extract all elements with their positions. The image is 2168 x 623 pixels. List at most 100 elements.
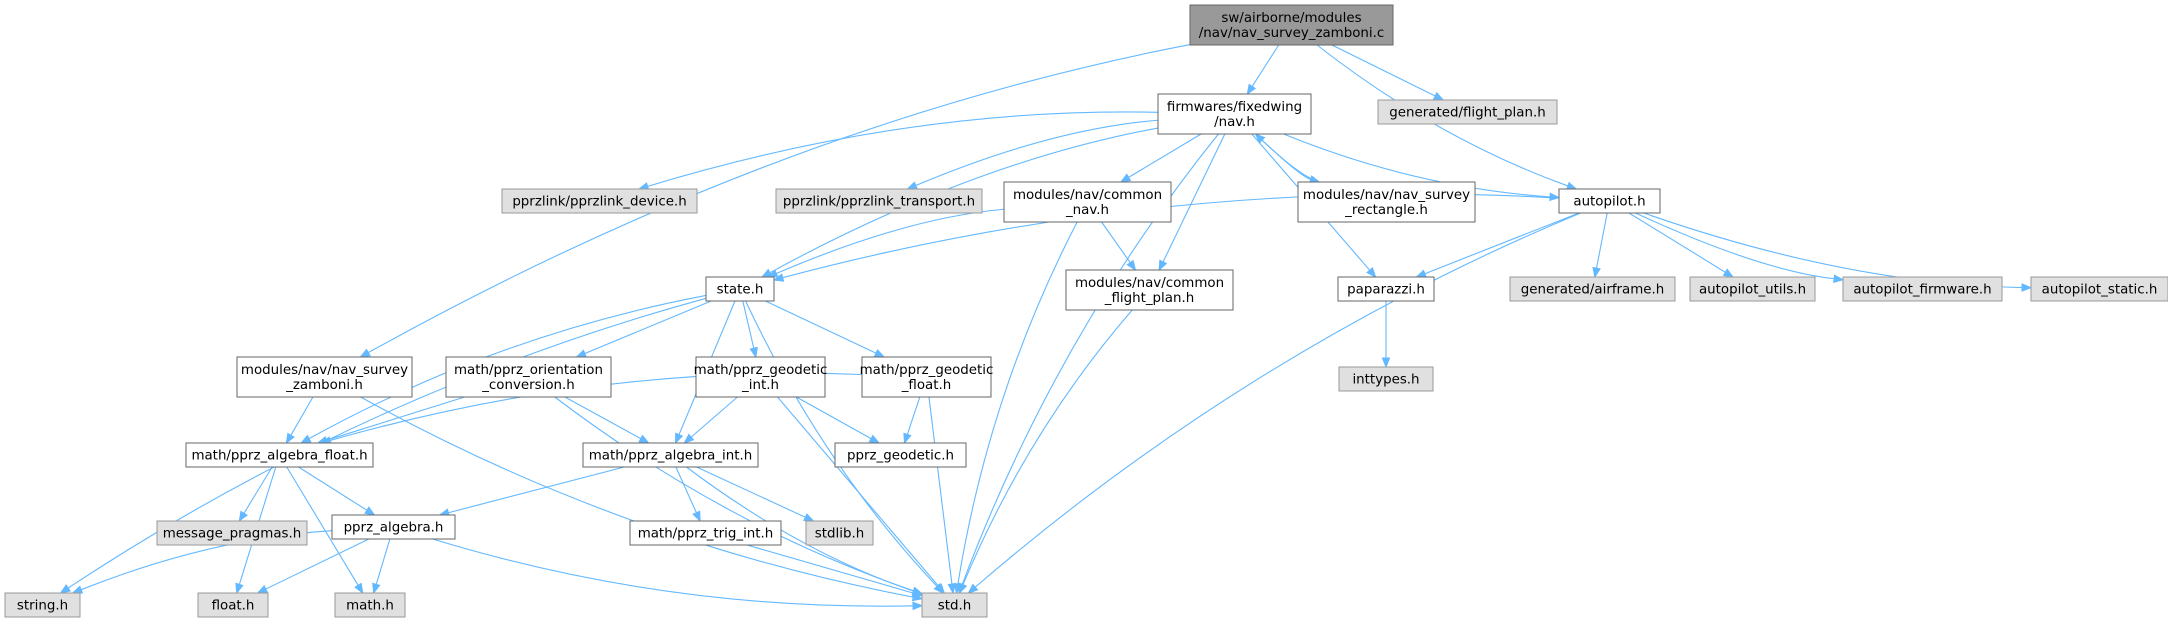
node-label: _zamboni.h bbox=[285, 378, 363, 393]
node-label: /nav/nav_survey_zamboni.c bbox=[1199, 26, 1385, 41]
node-algebra-float[interactable]: math/pprz_algebra_float.h bbox=[185, 442, 374, 468]
node-box bbox=[705, 276, 775, 302]
node-geodetic-float[interactable]: math/pprz_geodetic_float.h bbox=[860, 356, 994, 398]
node-box bbox=[805, 520, 874, 546]
node-label: message_pragmas.h bbox=[163, 527, 302, 542]
node-box bbox=[582, 442, 759, 468]
edge-state-to-string bbox=[59, 297, 707, 594]
node-state[interactable]: state.h bbox=[705, 276, 775, 302]
edge-autopilot-to-gen_airframe bbox=[1592, 212, 1608, 279]
node-box bbox=[331, 514, 456, 540]
arrowhead-icon bbox=[912, 601, 924, 611]
edge-line bbox=[1316, 44, 1569, 187]
edge-pprz_algebra-to-math bbox=[372, 538, 391, 595]
edge-line bbox=[308, 294, 707, 440]
node-label: stdlib.h bbox=[815, 527, 864, 542]
node-box bbox=[834, 442, 967, 468]
edge-line bbox=[957, 221, 1078, 585]
node-box bbox=[197, 592, 269, 618]
edge-autopilot-to-ap_utils bbox=[1628, 212, 1735, 278]
arrowhead-icon bbox=[958, 582, 968, 595]
node-box bbox=[1509, 276, 1676, 302]
node-label: autopilot_static.h bbox=[2042, 283, 2158, 298]
edge-line bbox=[647, 111, 1159, 187]
node-trig-int[interactable]: math/pprz_trig_int.h bbox=[629, 520, 782, 546]
node-autopilot[interactable]: autopilot.h bbox=[1558, 188, 1661, 214]
node-geodetic-int[interactable]: math/pprz_geodetic_int.h bbox=[694, 356, 828, 398]
node-float: float.h bbox=[197, 592, 269, 618]
node-gen-fp: generated/flight_plan.h bbox=[1377, 99, 1558, 125]
arrowhead-icon bbox=[947, 583, 957, 595]
node-fw-nav[interactable]: firmwares/fixedwing/nav.h bbox=[1157, 93, 1312, 135]
edge-line bbox=[243, 466, 273, 514]
arrowhead-icon bbox=[364, 506, 376, 516]
edge-line bbox=[1331, 44, 1436, 97]
node-box bbox=[1377, 99, 1558, 125]
node-zamboni-h[interactable]: modules/nav/nav_survey_zamboni.h bbox=[236, 356, 413, 398]
arrowhead-icon bbox=[1833, 274, 1845, 283]
edge-survey_rect-to-fw_nav bbox=[1254, 133, 1320, 183]
node-label: paparazzi.h bbox=[1347, 283, 1425, 298]
node-box bbox=[4, 592, 81, 618]
edge-line bbox=[564, 396, 642, 440]
edge-line bbox=[696, 466, 806, 518]
edge-line bbox=[286, 466, 359, 586]
node-std: std.h bbox=[921, 592, 988, 618]
node-ap-firmware: autopilot_firmware.h bbox=[1842, 276, 2003, 302]
edge-line bbox=[368, 44, 1191, 354]
arrowhead-icon bbox=[59, 584, 71, 594]
node-label: float.h bbox=[212, 599, 255, 614]
node-stdlib: stdlib.h bbox=[805, 520, 874, 546]
edge-line bbox=[776, 208, 1005, 274]
arrowhead-icon bbox=[1592, 266, 1601, 279]
arrowhead-icon bbox=[1381, 357, 1391, 369]
node-box bbox=[695, 356, 826, 398]
arrowhead-icon bbox=[1119, 173, 1132, 183]
node-box bbox=[1338, 366, 1434, 392]
edge-fw_nav-to-common_nav bbox=[1119, 133, 1202, 183]
edge-line bbox=[777, 396, 939, 587]
arrowhead-icon bbox=[300, 434, 312, 444]
arrowhead-icon bbox=[675, 432, 684, 445]
edge-zamboni_h-to-algebra_float bbox=[285, 396, 314, 445]
node-orient-conv[interactable]: math/pprz_orientation_conversion.h bbox=[445, 356, 612, 398]
node-label: _flight_plan.h bbox=[1104, 291, 1194, 306]
edge-algebra_int-to-stdlib bbox=[696, 466, 815, 522]
node-common-nav[interactable]: modules/nav/common_nav.h bbox=[1003, 181, 1172, 223]
node-label: modules/nav/nav_survey bbox=[241, 363, 408, 378]
node-msg-pragmas: message_pragmas.h bbox=[156, 520, 308, 546]
node-box bbox=[1065, 269, 1234, 311]
edge-line bbox=[1643, 212, 2023, 289]
edge-fw_nav-to-common_fp bbox=[1158, 133, 1226, 272]
edge-line bbox=[796, 396, 872, 440]
node-pprz-algebra[interactable]: pprz_algebra.h bbox=[331, 514, 456, 540]
edge-line bbox=[961, 133, 1219, 585]
node-algebra-int[interactable]: math/pprz_algebra_int.h bbox=[582, 442, 759, 468]
node-pprz-geodetic[interactable]: pprz_geodetic.h bbox=[834, 442, 967, 468]
node-survey-rect[interactable]: modules/nav/nav_survey_rectangle.h bbox=[1297, 181, 1476, 223]
node-pprzlink-transport: pprzlink/pprzlink_transport.h bbox=[775, 188, 983, 214]
edges-layer bbox=[59, 44, 2033, 611]
node-ap-utils: autopilot_utils.h bbox=[1689, 276, 1816, 302]
node-box bbox=[1842, 276, 2003, 302]
edge-geodetic_float-to-std bbox=[928, 396, 957, 595]
arrowhead-icon bbox=[372, 582, 381, 595]
edge-line bbox=[298, 466, 368, 511]
edge-pprz_algebra-to-float bbox=[256, 538, 370, 594]
arrowhead-icon bbox=[911, 588, 924, 598]
node-label: modules/nav/nav_survey bbox=[1303, 188, 1470, 203]
edge-line bbox=[928, 396, 953, 585]
edge-root-to-gen_fp bbox=[1331, 44, 1445, 101]
arrowhead-icon bbox=[1722, 268, 1735, 278]
node-math: math.h bbox=[334, 592, 406, 618]
arrowhead-icon bbox=[1254, 133, 1266, 144]
node-label: _nav.h bbox=[1065, 203, 1109, 218]
node-paparazzi[interactable]: paparazzi.h bbox=[1337, 276, 1435, 302]
node-label: std.h bbox=[938, 599, 971, 614]
arrowhead-icon bbox=[575, 349, 588, 358]
node-common-fp[interactable]: modules/nav/common_flight_plan.h bbox=[1065, 269, 1234, 311]
node-box bbox=[861, 356, 992, 398]
edge-autopilot-to-ap_firmware bbox=[1635, 212, 1845, 283]
edge-algebra_float-to-pprz_algebra bbox=[298, 466, 376, 516]
edge-state-to-orient_conv bbox=[575, 300, 712, 358]
